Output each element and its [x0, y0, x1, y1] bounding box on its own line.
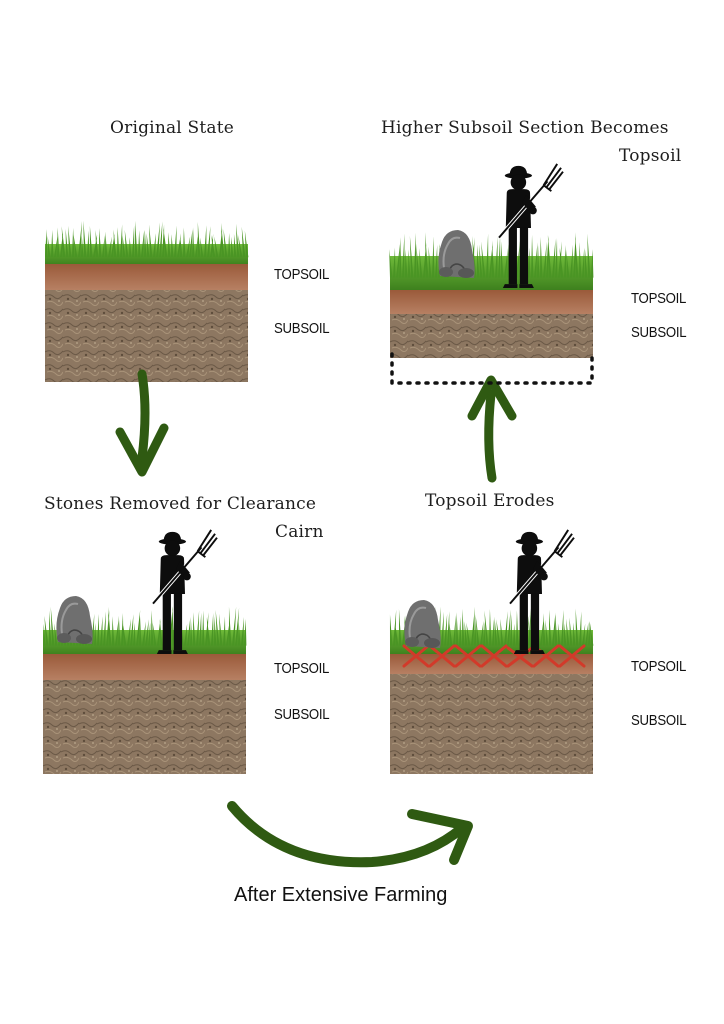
- topsoil-layer: [43, 654, 246, 680]
- topsoil-label-higher: TOPSOIL: [631, 290, 687, 307]
- subsoil-layer: [43, 680, 246, 774]
- panel-title-stones-line1: Stones Removed for Clearance: [44, 494, 317, 514]
- farmer-icon: [151, 527, 219, 657]
- farmer-icon: [497, 161, 565, 291]
- subsoil-layer: [45, 290, 248, 382]
- panel-title-higher-line2: Topsoil: [619, 146, 682, 166]
- panel-title-stones-line2: Cairn: [275, 522, 324, 542]
- subsoil-label-higher: SUBSOIL: [631, 324, 687, 341]
- soil-block-original: [45, 220, 249, 382]
- topsoil-label-original: TOPSOIL: [274, 266, 330, 283]
- topsoil-layer: [45, 264, 248, 290]
- subsoil-label-erodes: SUBSOIL: [631, 712, 687, 729]
- topsoil-label-erodes: TOPSOIL: [631, 658, 687, 675]
- topsoil-label-stones: TOPSOIL: [274, 660, 330, 677]
- topsoil-layer: [390, 290, 593, 314]
- panel-title-higher-line1: Higher Subsoil Section Becomes: [381, 118, 669, 138]
- farmer-icon: [508, 527, 576, 657]
- arrow-up-icon: [467, 375, 517, 483]
- arrow-down-icon: [115, 369, 169, 477]
- original-level-dotted-outline: [390, 352, 594, 385]
- curved-arrow-icon: [227, 801, 473, 868]
- subsoil-label-original: SUBSOIL: [274, 320, 330, 337]
- clearance-cairn-icon: [55, 595, 94, 645]
- panel-title-erodes: Topsoil Erodes: [425, 491, 555, 511]
- grass-layer: [389, 232, 594, 292]
- caption-extensive-farming: After Extensive Farming: [234, 884, 448, 906]
- subsoil-layer: [390, 314, 593, 358]
- subsoil-layer: [390, 674, 593, 774]
- clearance-cairn-icon: [437, 229, 476, 279]
- grass-layer: [45, 220, 249, 266]
- panel-title-original: Original State: [110, 118, 235, 138]
- soil-block-higher: [389, 232, 594, 358]
- subsoil-label-stones: SUBSOIL: [274, 706, 330, 723]
- clearance-cairn-icon: [403, 599, 442, 649]
